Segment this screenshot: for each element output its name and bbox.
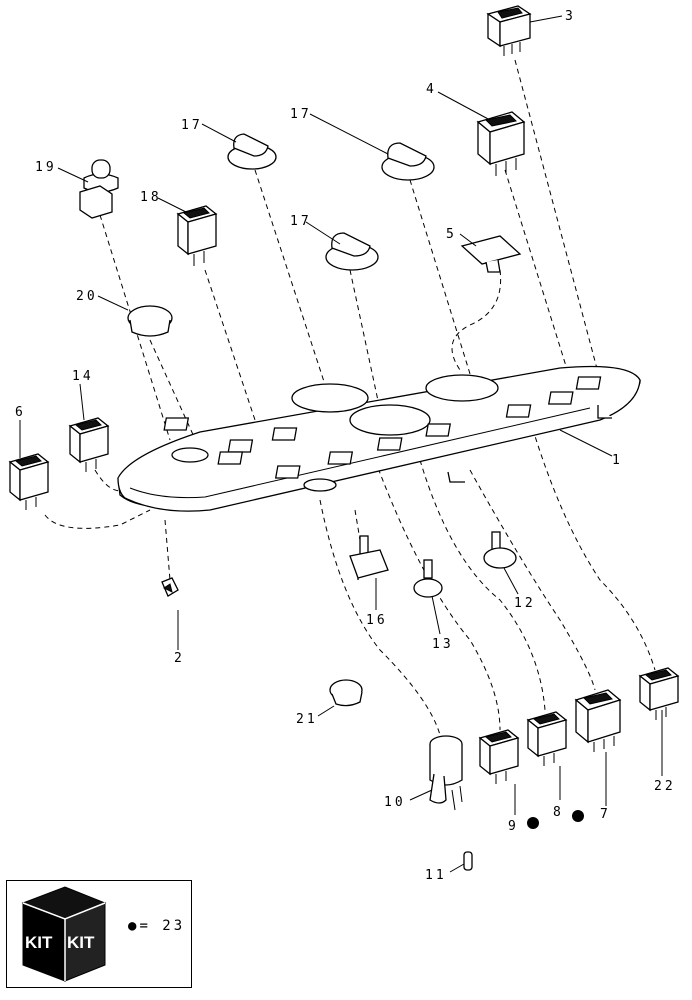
switch-9 <box>478 729 520 784</box>
plug-21 <box>329 679 363 707</box>
kit-legend: ●= 23 <box>128 918 185 934</box>
label-17b: 17 <box>290 107 312 122</box>
switch-4 <box>476 111 526 176</box>
label-7: 7 <box>600 807 611 822</box>
label-22: 22 <box>654 779 676 794</box>
label-18: 18 <box>140 190 162 205</box>
label-5: 5 <box>446 227 457 242</box>
kit-dot-icon: ● <box>128 918 140 934</box>
label-13: 13 <box>432 637 454 652</box>
label-1: 1 <box>612 453 623 468</box>
kit-word-left: KIT <box>25 933 53 952</box>
switch-14 <box>68 417 110 472</box>
bulb-11 <box>463 851 473 871</box>
pot-13 <box>413 559 443 598</box>
switch-8 <box>526 711 568 766</box>
kit-dot-8 <box>572 810 584 822</box>
label-6: 6 <box>15 405 26 420</box>
cap-5 <box>460 235 522 273</box>
callouts: 3 4 17 17 17 5 19 18 20 14 6 1 2 16 13 1… <box>15 9 676 883</box>
kit-word-right: KIT <box>67 933 95 952</box>
label-11: 11 <box>425 868 447 883</box>
socket-10 <box>429 735 463 811</box>
pot-12 <box>483 531 517 569</box>
label-20: 20 <box>76 289 98 304</box>
label-17c: 17 <box>290 214 312 229</box>
switch-3 <box>486 5 532 56</box>
label-8: 8 <box>553 805 564 820</box>
pot-16 <box>349 535 389 580</box>
knob-17-c <box>325 232 379 271</box>
kit-legend-text: = 23 <box>139 918 186 934</box>
button-19 <box>79 159 119 219</box>
label-10: 10 <box>384 795 406 810</box>
leaders <box>19 15 663 873</box>
switch-7 <box>574 689 622 752</box>
switch-22 <box>638 667 680 720</box>
switch-6 <box>8 453 50 510</box>
plug-20 <box>127 305 173 337</box>
label-3: 3 <box>565 9 576 24</box>
label-19: 19 <box>35 160 57 175</box>
knob-17-a <box>227 133 277 170</box>
switch-18 <box>176 205 218 266</box>
label-21: 21 <box>296 712 318 727</box>
kit-cube-icon <box>21 886 107 982</box>
label-17a: 17 <box>181 118 203 133</box>
knob-17-b <box>381 142 435 181</box>
label-16: 16 <box>366 613 388 628</box>
label-9: 9 <box>508 819 519 834</box>
clip-2 <box>161 577 179 597</box>
label-14: 14 <box>72 369 94 384</box>
label-12: 12 <box>514 596 536 611</box>
label-2: 2 <box>174 651 185 666</box>
kit-dot-9 <box>527 817 539 829</box>
dash-panel <box>117 365 641 512</box>
kit-legend-box: KIT KIT <box>6 880 192 988</box>
label-4: 4 <box>426 82 437 97</box>
